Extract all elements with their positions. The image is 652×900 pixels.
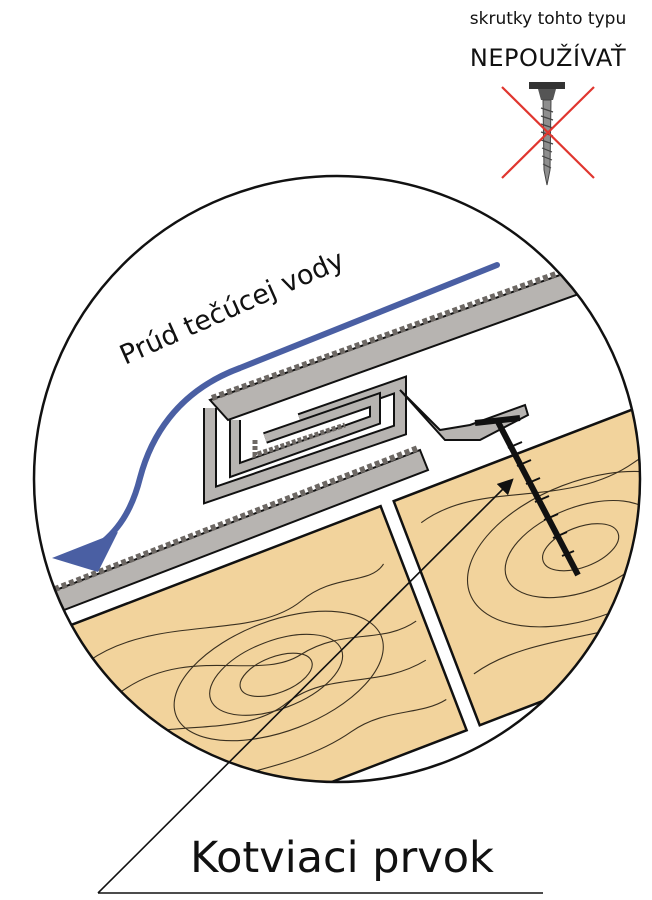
water-flow-arrow [52, 262, 500, 572]
crossed-out-screw-icon [501, 82, 595, 186]
water-flow-arrowhead [52, 532, 118, 572]
warning-block: skrutky tohto typu NEPOUŽÍVAŤ [470, 9, 626, 186]
warning-line-1: skrutky tohto typu [470, 9, 626, 29]
anchor-element-label: Kotviaci prvok [190, 833, 494, 883]
warning-line-2: NEPOUŽÍVAŤ [470, 43, 626, 72]
detail-circle: Prúd tečúcej vody [32, 174, 642, 784]
anchor-label-group: Kotviaci prvok [97, 478, 543, 894]
anchor-screw [474, 415, 581, 577]
leader-arrow [97, 478, 514, 894]
roof-sheet [34, 245, 640, 622]
anchor-clip [399, 389, 530, 441]
folded-seam [203, 375, 407, 505]
